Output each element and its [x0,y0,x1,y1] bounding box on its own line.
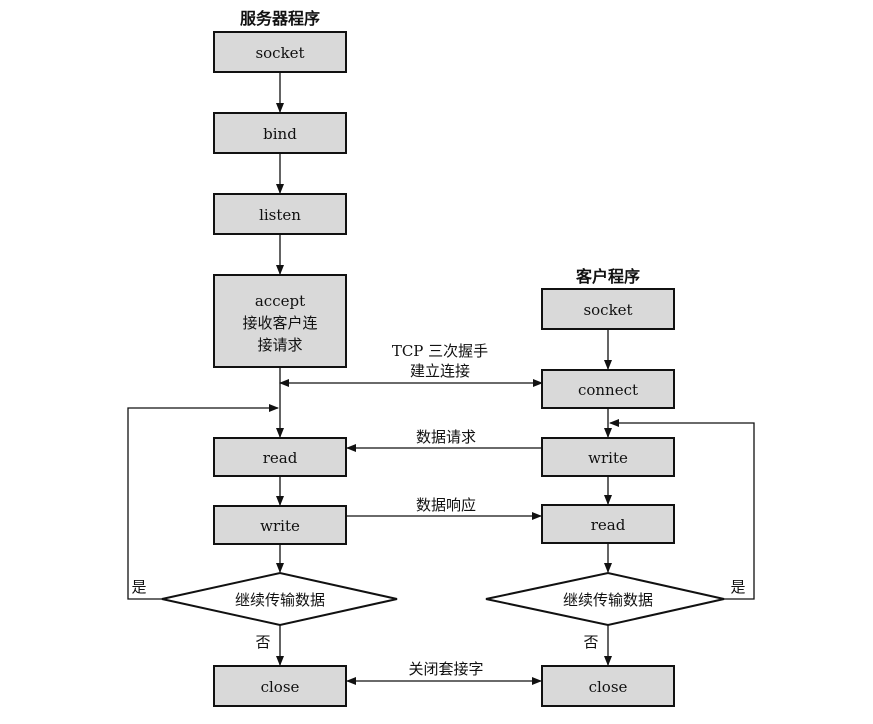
client-connect-box: connect [541,369,675,409]
client-no-label: 否 [583,633,598,651]
client-write-label: write [588,449,628,467]
client-loop-arrow [609,419,755,600]
client-socket-box: socket [541,288,675,330]
handshake-label-1: TCP 三次握手 [392,342,488,360]
server-listen-box: listen [213,193,347,235]
server-yes-label: 是 [131,578,146,596]
server-decision-diamond: 继续传输数据 [161,571,398,627]
server-read-box: read [213,437,347,477]
server-no-label: 否 [255,633,270,651]
server-close-label: close [261,678,300,696]
client-write-box: write [541,437,675,477]
client-connect-label: connect [578,381,638,399]
server-title: 服务器程序 [240,9,320,28]
client-decision-label: 继续传输数据 [563,591,653,609]
client-title: 客户程序 [576,267,640,286]
close-socket-label: 关闭套接字 [408,660,483,678]
client-decision-diamond: 继续传输数据 [485,571,725,627]
response-label: 数据响应 [416,496,476,514]
server-socket-box: socket [213,31,347,73]
client-read-box: read [541,504,675,544]
server-accept-box: accept 接收客户连 接请求 [213,274,347,368]
client-close-label: close [589,678,628,696]
server-accept-label-3: 接请求 [257,336,302,354]
client-read-label: read [591,516,626,534]
server-listen-label: listen [259,206,301,224]
handshake-label-2: 建立连接 [410,362,470,380]
server-socket-label: socket [255,44,304,62]
client-close-box: close [541,665,675,707]
server-loop-arrow [127,404,279,600]
server-accept-label-1: accept [255,292,305,310]
server-accept-label-2: 接收客户连 [242,314,317,332]
server-decision-label: 继续传输数据 [235,591,325,609]
server-bind-box: bind [213,112,347,154]
server-write-box: write [213,505,347,545]
client-socket-label: socket [583,301,632,319]
server-close-box: close [213,665,347,707]
server-write-label: write [260,517,300,535]
client-yes-label: 是 [730,578,745,596]
request-label: 数据请求 [416,428,476,446]
server-read-label: read [263,449,298,467]
server-bind-label: bind [263,125,297,143]
